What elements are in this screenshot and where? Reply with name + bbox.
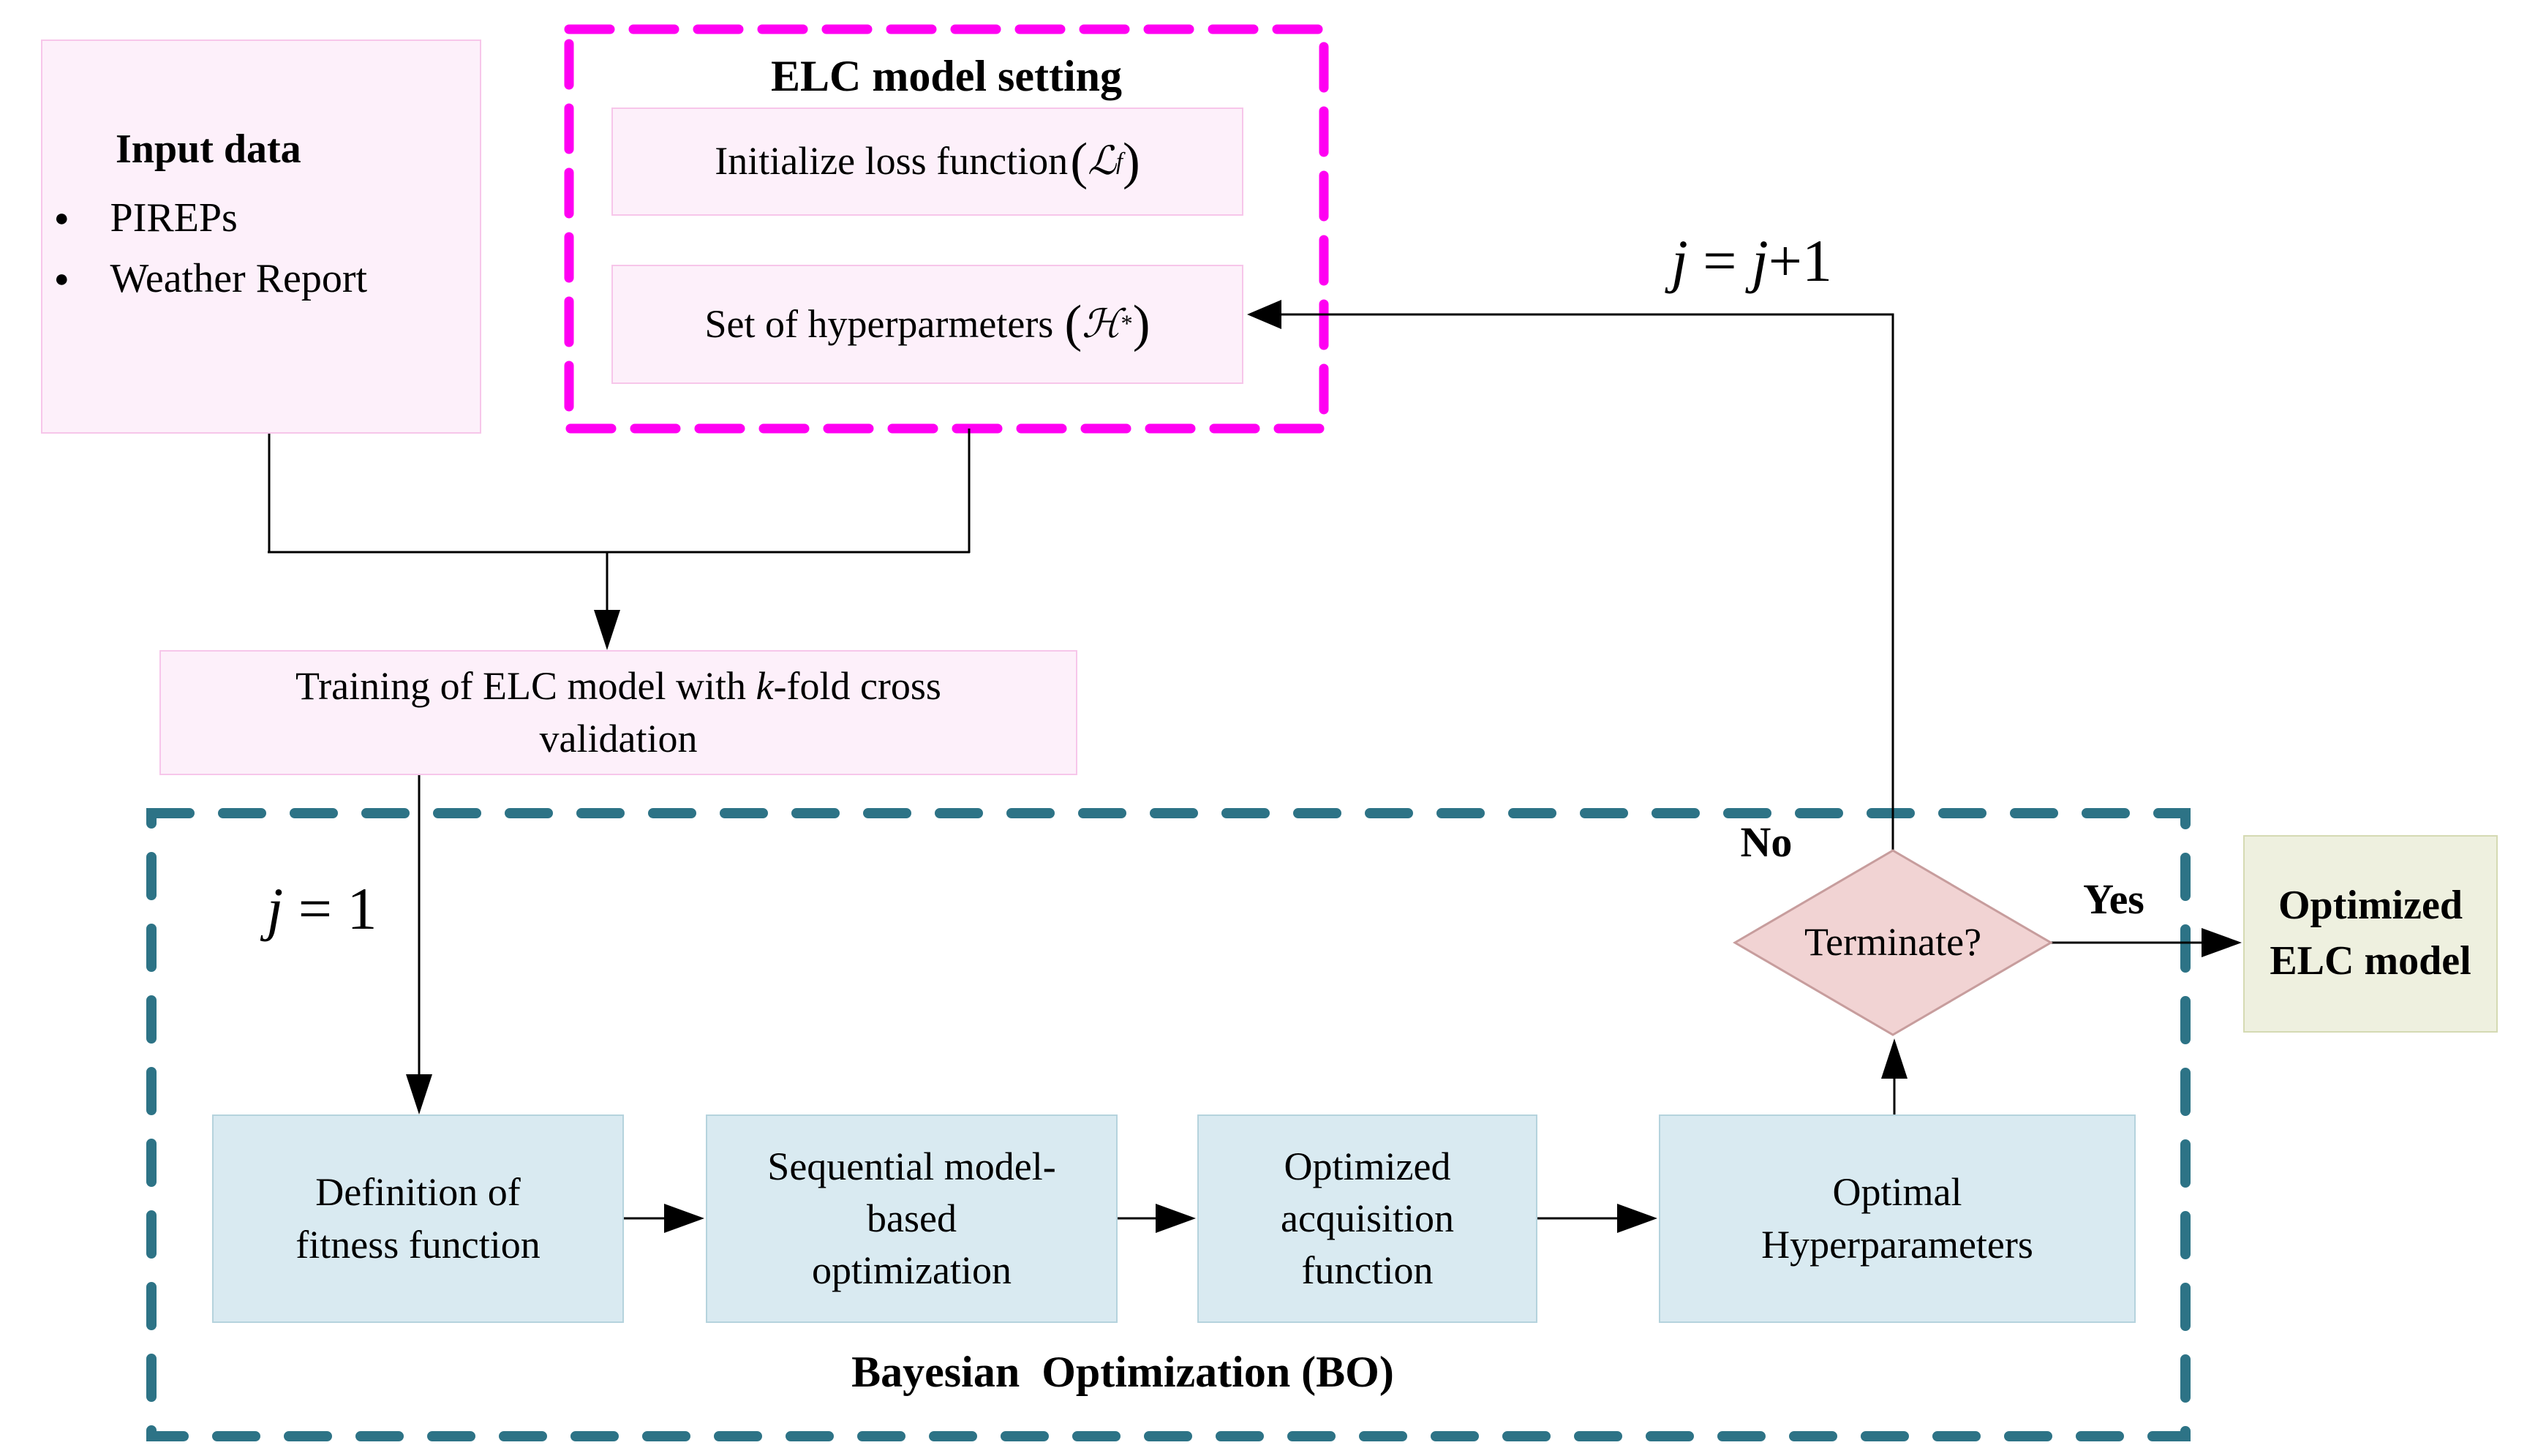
init-loss-label: Initialize loss function — [715, 139, 1069, 184]
paren-close: ) — [1123, 132, 1140, 190]
j-equals-1-label: j = 1 — [252, 879, 391, 939]
bullet-icon: ● — [54, 204, 69, 232]
j-var: j — [1752, 227, 1769, 294]
j-init-rest: = 1 — [283, 875, 377, 942]
training-line2: validation — [539, 716, 698, 761]
training-line1-pre: Training of ELC model with — [295, 664, 756, 709]
hyper-label: Set of hyperparmeters — [704, 301, 1054, 346]
training-box: Training of ELC model with k-fold cross … — [159, 650, 1077, 775]
training-k-symbol: k — [756, 664, 774, 709]
optimal-hyperparameters-box: Optimal Hyperparameters — [1659, 1114, 2136, 1323]
box-line: Definition of — [315, 1170, 521, 1215]
arrowheads — [406, 300, 2242, 1233]
arrowhead-into-diamond — [1881, 1038, 1908, 1079]
loss-symbol: ℒ — [1088, 139, 1117, 184]
box-line: based — [867, 1196, 957, 1240]
box-line: fitness function — [295, 1222, 541, 1267]
definition-fitness-box: Definition of fitness function — [212, 1114, 624, 1323]
arrowhead-into-sequential — [664, 1204, 704, 1233]
arrowhead-into-output — [2202, 928, 2242, 957]
paren-open: ( — [1064, 295, 1082, 353]
box-line: Sequential model- — [767, 1144, 1056, 1188]
elc-model-setting-group: ELC model setting — [569, 29, 1324, 429]
box-line: Hyperparameters — [1761, 1222, 2033, 1267]
hyper-symbol: ℋ — [1082, 301, 1121, 346]
set-of-hyperparameters-box: Set of hyperparmeters(ℋ*) — [611, 265, 1243, 384]
j-increment-label: j = j+1 — [1642, 231, 1861, 291]
list-item: ● Weather Report — [54, 252, 367, 306]
box-line: ELC model — [2270, 938, 2471, 984]
input-data-box: Input data ● PIREPs ● Weather Report — [41, 39, 481, 434]
j-var: j — [1671, 227, 1688, 294]
acquisition-function-box: Optimized acquisition function — [1197, 1114, 1537, 1323]
bayesian-optimization-label: Bayesian Optimization (BO) — [851, 1348, 1394, 1396]
no-branch-label: No — [1740, 818, 1793, 866]
sequential-model-box: Sequential model- based optimization — [706, 1114, 1118, 1323]
hyper-superscript: * — [1121, 311, 1133, 338]
input-item-pireps: PIREPs — [110, 195, 238, 241]
optimized-elc-model-box: Optimized ELC model — [2243, 835, 2498, 1033]
paren-open: ( — [1070, 132, 1088, 190]
arrowhead-into-optimal — [1617, 1204, 1657, 1233]
elc-setting-title: ELC model setting — [771, 52, 1122, 100]
equals-sign: = — [1687, 227, 1752, 294]
terminate-decision-label: Terminate? — [1804, 920, 1982, 965]
plus-one: +1 — [1768, 227, 1833, 294]
arrowhead-into-acquisition — [1156, 1204, 1196, 1233]
terminate-diamond-shape — [1733, 849, 2053, 1036]
bullet-icon: ● — [54, 265, 69, 293]
line-feedback-loop — [1280, 313, 1894, 853]
j-var: j — [266, 875, 284, 942]
list-item: ● PIREPs — [54, 192, 238, 246]
box-line: function — [1301, 1248, 1434, 1293]
training-line1-post: -fold cross — [773, 664, 941, 709]
box-line: acquisition — [1281, 1196, 1454, 1240]
box-line: Optimal — [1832, 1170, 1962, 1215]
yes-branch-label: Yes — [2083, 875, 2144, 923]
training-line1: Training of ELC model with k-fold cross — [295, 660, 941, 712]
arrowhead-into-training — [594, 610, 620, 650]
connector-lines — [268, 313, 2203, 1220]
box-line: Optimized — [1284, 1144, 1451, 1188]
loss-subscript: f — [1116, 148, 1123, 175]
paren-close: ) — [1132, 295, 1150, 353]
arrowhead-into-hyper-box — [1247, 300, 1281, 329]
box-line: optimization — [812, 1248, 1012, 1293]
input-item-weather: Weather Report — [110, 256, 368, 302]
box-line: Optimized — [2278, 883, 2463, 929]
bo-dashed-border — [146, 808, 2191, 1441]
input-data-title: Input data — [116, 126, 301, 172]
arrowhead-into-definition — [406, 1074, 432, 1114]
